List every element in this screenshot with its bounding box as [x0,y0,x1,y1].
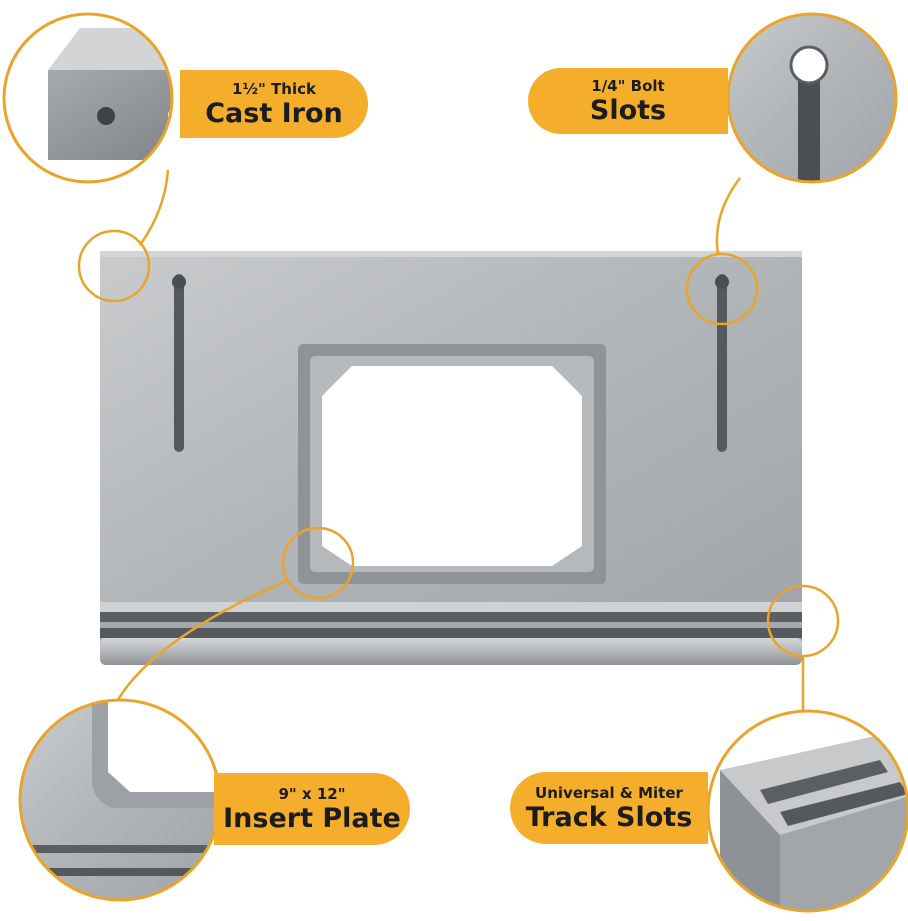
callout-insert-plate-small: 9" x 12" [278,784,346,803]
callout-track-slots: Universal & Miter Track Slots [510,772,708,844]
callout-cast-iron-small: 1½" Thick [232,79,316,98]
callout-insert-plate: 9" x 12" Insert Plate [214,773,410,845]
detail-circle-track-slots [706,709,908,913]
detail-circle-cast-iron [2,12,174,184]
callout-track-slots-small: Universal & Miter [535,783,683,802]
callout-cast-iron: 1½" Thick Cast Iron [180,70,368,138]
callout-insert-plate-big: Insert Plate [223,802,401,834]
detail-circle-bolt-slots [726,12,898,184]
callout-cast-iron-big: Cast Iron [205,97,343,129]
cast-iron-plate [100,251,802,665]
callout-bolt-slots-big: Slots [589,94,667,126]
callout-connectors [77,169,840,710]
callout-bolt-slots: 1/4" Bolt Slots [528,68,728,134]
callout-track-slots-big: Track Slots [525,801,693,833]
detail-circle-insert-plate [18,698,222,902]
callout-bolt-slots-small: 1/4" Bolt [591,76,665,95]
